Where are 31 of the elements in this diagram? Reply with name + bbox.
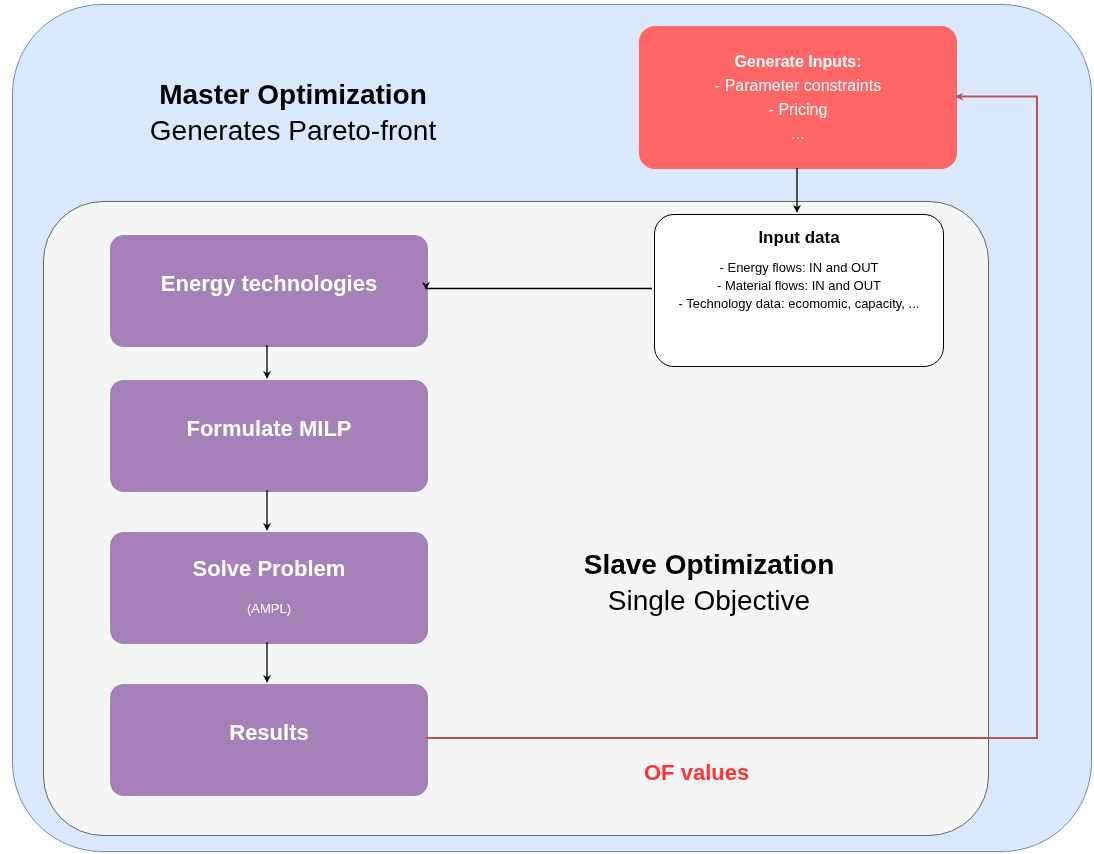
heading-text: Generate Inputs:: [734, 51, 862, 72]
body-text: (AMPL): [246, 600, 292, 618]
body-text: ...: [791, 123, 805, 144]
inputs-box: [639, 26, 957, 169]
heading-text: Energy technologies: [160, 270, 378, 298]
heading-text: Results: [229, 719, 309, 747]
body-text: - Pricing: [768, 99, 828, 120]
arrow: [263, 489, 271, 531]
body-text: - Energy flows: IN and OUT: [719, 259, 879, 277]
process-box: [110, 235, 428, 347]
heading-text: Solve Problem: [192, 555, 346, 583]
arrow: [793, 167, 801, 213]
body-text: - Parameter constraints: [714, 75, 882, 96]
process-box: [110, 684, 428, 796]
body-text: Single Objective: [606, 584, 812, 618]
body-text: Generates Pareto-front: [148, 114, 438, 148]
heading-text: Input data: [758, 229, 840, 247]
process-box: [110, 532, 428, 644]
heading-text: Master Optimization: [158, 78, 428, 112]
body-text: - Technology data: ecomomic, capacity, ...: [678, 295, 920, 313]
arrow: [263, 641, 271, 683]
outer-panel: [12, 4, 1092, 852]
data-box: [654, 214, 944, 367]
arrow: [422, 281, 653, 290]
arrow: [263, 344, 271, 379]
process-box: [110, 380, 428, 492]
arrow: [425, 92, 1038, 739]
body-text: - Material flows: IN and OUT: [717, 277, 881, 295]
inner-panel: [43, 201, 989, 836]
heading-text: Formulate MILP: [186, 415, 352, 443]
heading-text: Slave Optimization: [582, 548, 836, 582]
